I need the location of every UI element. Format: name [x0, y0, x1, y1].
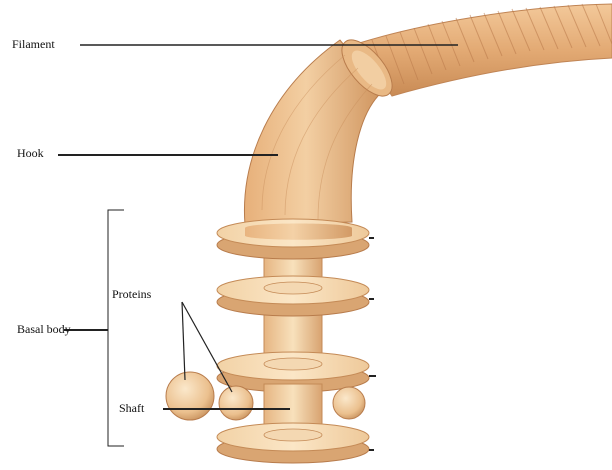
label-shaft: Shaft: [119, 401, 144, 417]
label-filament: Filament: [12, 37, 55, 53]
label-hook: Hook: [17, 146, 44, 162]
basal-disc-2: [217, 276, 369, 316]
proteins-leader-line-1: [182, 302, 185, 380]
hook-shape: [244, 32, 401, 225]
protein-sphere-right: [333, 387, 365, 419]
basal-disc-1: [217, 219, 369, 259]
protein-sphere-large: [166, 372, 214, 420]
basal-disc-4: [217, 423, 369, 463]
disc-tick-marks: [369, 238, 376, 450]
label-basal-body: Basal body: [17, 322, 77, 338]
filament-shape: [356, 4, 612, 96]
protein-sphere-small: [219, 386, 253, 420]
label-proteins: Proteins: [112, 287, 151, 303]
